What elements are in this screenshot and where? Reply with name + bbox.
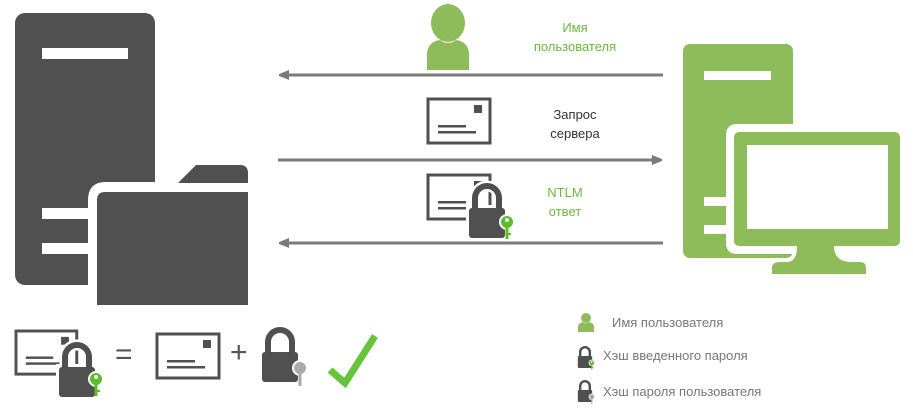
label-line: ответ: [548, 204, 582, 219]
checkmark-icon: [327, 334, 378, 389]
legend-lock-gray-key-icon: [576, 380, 596, 404]
client-computer-icon: [683, 44, 908, 274]
label-line: NTLM: [547, 185, 583, 200]
envelope-icon: [426, 97, 492, 145]
plus-sign: +: [230, 336, 248, 369]
legend-lock-green-key-icon: [576, 346, 595, 371]
legend-username-label: Имя пользователя: [612, 315, 724, 330]
legend-user-hash-label: Хэш пароля пользователя: [603, 384, 762, 399]
label-line: Имя: [562, 20, 588, 35]
user-icon: [427, 4, 469, 70]
message-label-username: Имя пользователя: [520, 18, 630, 56]
formula-envelope-icon: [155, 332, 221, 380]
label-line: Запрос: [553, 107, 597, 122]
message-label-response: NTLM ответ: [520, 183, 610, 221]
formula-lock-gray-key-icon: [262, 330, 308, 386]
label-line: сервера: [550, 126, 600, 141]
message-label-challenge: Запрос сервера: [520, 105, 630, 143]
formula-envelope-lock-icon: [14, 329, 104, 400]
equals-sign: =: [115, 338, 133, 371]
folder-icon: [88, 165, 248, 310]
label-line: пользователя: [533, 39, 617, 54]
legend-user-icon: [578, 313, 594, 332]
legend-entered-hash-label: Хэш введенного пароля: [603, 348, 748, 363]
envelope-lock-icon: [426, 173, 515, 241]
